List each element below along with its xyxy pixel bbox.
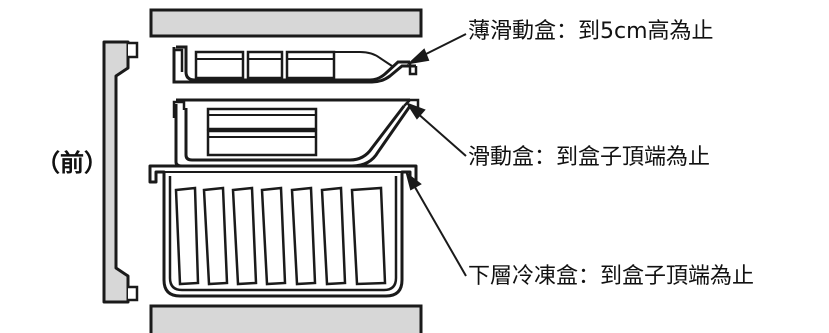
door-hinge-top xyxy=(128,41,139,59)
thin-slide-box xyxy=(172,45,418,84)
front-label: （前） xyxy=(36,149,108,177)
pointer-slide-box xyxy=(415,111,467,157)
lower-freezer-box xyxy=(148,164,418,298)
slide-box-label: 滑動盒：到盒子頂端為止 xyxy=(468,145,711,170)
food-pack-3 xyxy=(231,186,258,286)
arrow-thin-box xyxy=(406,48,430,65)
food-pack-4 xyxy=(260,186,287,286)
lower-freezer-box-label: 下層冷凍盒：到盒子頂端為止 xyxy=(468,264,755,289)
pointer-lower-box xyxy=(411,181,467,277)
bottom-shelf xyxy=(149,304,423,333)
container-upper xyxy=(206,107,318,131)
food-packs xyxy=(174,186,387,286)
container-lower xyxy=(206,129,318,157)
pointer-lines xyxy=(405,33,467,277)
arrow-slide-box xyxy=(405,102,426,120)
small-container-3 xyxy=(285,50,336,80)
food-pack-2 xyxy=(202,186,229,286)
door-hinge-bottom xyxy=(128,285,139,302)
food-pack-7 xyxy=(350,186,387,286)
small-container-1 xyxy=(194,50,245,80)
top-shelf xyxy=(149,8,423,38)
slide-box xyxy=(172,98,420,168)
food-pack-1 xyxy=(174,186,200,286)
food-pack-5 xyxy=(290,186,317,286)
small-container-2 xyxy=(246,50,284,80)
food-pack-6 xyxy=(320,186,347,286)
arrow-lower-box xyxy=(405,171,422,191)
thin-slide-box-label: 薄滑動盒：到5cm高為止 xyxy=(468,19,714,44)
